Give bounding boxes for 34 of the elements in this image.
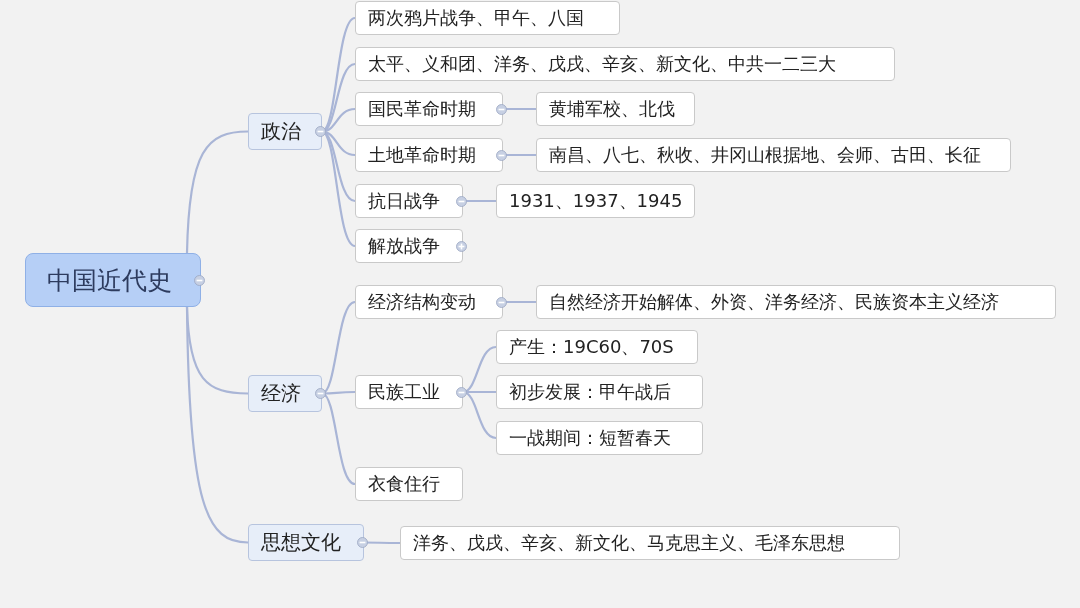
topic-text: 政治: [261, 118, 301, 145]
subtopic-box: [496, 330, 698, 364]
subtopic-box: [496, 375, 703, 409]
topic-text: 思想文化: [261, 529, 341, 556]
subtopic-box: [355, 1, 620, 35]
topic-text: 中国近代史: [46, 264, 172, 297]
topic-text: 太平、义和团、洋务、戊戌、辛亥、新文化、中共一二三大: [368, 52, 836, 76]
branch-line: [185, 307, 249, 544]
topic-text: 产生：19C60、70S: [509, 335, 674, 359]
topic-text: 民族工业: [368, 380, 440, 404]
topic-text: 经济结构变动: [368, 290, 476, 314]
subtopic-box: [536, 92, 695, 126]
topic-text: 初步发展：甲午战后: [509, 380, 671, 404]
subtopic-box: [355, 47, 895, 81]
topic-text: 衣食住行: [368, 472, 440, 496]
subtopic-box: [496, 421, 703, 455]
subtopic-box: [496, 184, 696, 218]
branch-line: [185, 130, 249, 254]
topic-text: 抗日战争: [368, 189, 440, 213]
topic-text: 黄埔军校、北伐: [549, 97, 675, 121]
topic-text: 国民革命时期: [368, 97, 476, 121]
topic-text: 土地革命时期: [368, 143, 476, 167]
subtopic-box: [536, 285, 1056, 319]
topic-text: 1931、1937、1945: [509, 189, 683, 213]
topic-text: 洋务、戊戌、辛亥、新文化、马克思主义、毛泽东思想: [413, 531, 845, 555]
topic-text: 南昌、八七、秋收、井冈山根据地、会师、古田、长征: [549, 143, 981, 167]
topic-text: 解放战争: [368, 234, 440, 258]
subtopic-box: [400, 526, 900, 560]
topic-text: 自然经济开始解体、外资、洋务经济、民族资本主义经济: [549, 290, 999, 314]
subtopic-box: [355, 467, 463, 501]
topic-text: 经济: [261, 380, 301, 407]
subtopic-box: [536, 138, 1011, 172]
topic-text: 两次鸦片战争、甲午、八国: [368, 6, 584, 30]
topic-text: 一战期间：短暂春天: [509, 426, 671, 450]
